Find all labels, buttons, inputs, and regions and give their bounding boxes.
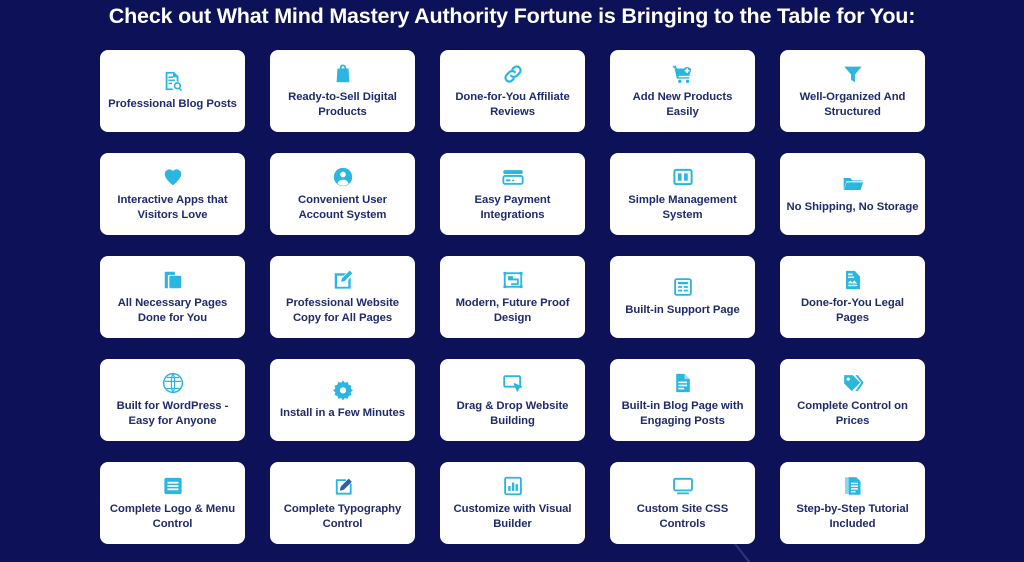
gear-icon [331, 378, 355, 402]
feature-card[interactable]: Built for WordPress - Easy for Anyone [100, 359, 245, 441]
feature-card-label: Built-in Blog Page with Engaging Posts [621, 400, 744, 427]
feature-card[interactable]: Complete Control on Prices [780, 359, 925, 441]
columns-layout-icon [671, 165, 695, 189]
credit-card-icon [501, 165, 525, 189]
document-search-icon [161, 69, 185, 93]
monitor-icon [671, 474, 695, 498]
feature-card[interactable]: Interactive Apps that Visitors Love [100, 153, 245, 235]
feature-card-label: Step-by-Step Tutorial Included [796, 503, 909, 530]
feature-card[interactable]: Professional Blog Posts [100, 50, 245, 132]
feature-card[interactable]: Complete Logo & Menu Control [100, 462, 245, 544]
feature-card[interactable]: Done-for-You Affiliate Reviews [440, 50, 585, 132]
feature-card[interactable]: All Necessary Pages Done for You [100, 256, 245, 338]
feature-card[interactable]: Simple Management System [610, 153, 755, 235]
cart-plus-icon [671, 62, 695, 86]
feature-card-label: Customize with Visual Builder [453, 503, 572, 530]
feature-card-label: Professional Website Copy for All Pages [285, 297, 400, 324]
feature-card-label: Ready-to-Sell Digital Products [288, 91, 397, 118]
feature-card-label: Complete Logo & Menu Control [109, 503, 236, 530]
feature-card[interactable]: Modern, Future Proof Design [440, 256, 585, 338]
pen-draw-icon [331, 474, 355, 498]
feature-card-label: Simple Management System [628, 194, 737, 221]
feature-card-label: Done-for-You Legal Pages [800, 297, 905, 324]
feature-card-label: Complete Typography Control [283, 503, 402, 530]
feature-card[interactable]: Complete Typography Control [270, 462, 415, 544]
blog-document-icon [671, 371, 695, 395]
shopping-bag-icon [331, 62, 355, 86]
user-circle-icon [331, 165, 355, 189]
link-chain-icon [501, 62, 525, 86]
feature-card[interactable]: Done-for-You Legal Pages [780, 256, 925, 338]
feature-card-label: Interactive Apps that Visitors Love [117, 194, 228, 221]
menu-lines-icon [161, 474, 185, 498]
feature-card[interactable]: Built-in Blog Page with Engaging Posts [610, 359, 755, 441]
legal-document-icon [841, 268, 865, 292]
feature-card[interactable]: Custom Site CSS Controls [610, 462, 755, 544]
feature-card[interactable]: Ready-to-Sell Digital Products [270, 50, 415, 132]
feature-card-label: Easy Payment Integrations [474, 194, 551, 221]
folder-icon [841, 172, 865, 196]
stacked-documents-icon [841, 474, 865, 498]
bar-chart-icon [501, 474, 525, 498]
feature-card[interactable]: Drag & Drop Website Building [440, 359, 585, 441]
filter-funnel-icon [841, 62, 865, 86]
feature-card-label: Well-Organized And Structured [799, 91, 906, 118]
feature-card-label: Install in a Few Minutes [280, 407, 405, 420]
feature-card-label: Add New Products Easily [632, 91, 733, 118]
feature-card[interactable]: Well-Organized And Structured [780, 50, 925, 132]
cursor-screen-icon [501, 371, 525, 395]
feature-card-label: Convenient User Account System [297, 194, 388, 221]
feature-card-label: Modern, Future Proof Design [455, 297, 570, 324]
feature-card-label: Built for WordPress - Easy for Anyone [116, 400, 229, 427]
feature-card-label: All Necessary Pages Done for You [117, 297, 228, 324]
feature-card[interactable]: No Shipping, No Storage [780, 153, 925, 235]
heart-icon [161, 165, 185, 189]
page-title: Check out What Mind Mastery Authority Fo… [108, 4, 916, 28]
feature-card-label: Professional Blog Posts [108, 98, 237, 111]
clipboard-list-icon [671, 275, 695, 299]
feature-card[interactable]: Add New Products Easily [610, 50, 755, 132]
feature-card-label: Built-in Support Page [625, 304, 740, 317]
wordpress-icon [161, 371, 185, 395]
feature-card[interactable]: Easy Payment Integrations [440, 153, 585, 235]
feature-card[interactable]: Convenient User Account System [270, 153, 415, 235]
feature-card-label: No Shipping, No Storage [786, 201, 919, 214]
crop-frame-icon [501, 268, 525, 292]
feature-card-label: Drag & Drop Website Building [456, 400, 569, 427]
feature-card[interactable]: Step-by-Step Tutorial Included [780, 462, 925, 544]
feature-card-grid: Professional Blog Posts Ready-to-Sell Dig… [100, 50, 925, 544]
feature-card[interactable]: Professional Website Copy for All Pages [270, 256, 415, 338]
feature-card-label: Complete Control on Prices [797, 400, 908, 427]
price-tags-icon [841, 371, 865, 395]
feature-card[interactable]: Install in a Few Minutes [270, 359, 415, 441]
feature-card-label: Custom Site CSS Controls [636, 503, 729, 530]
feature-card[interactable]: Customize with Visual Builder [440, 462, 585, 544]
edit-pencil-square-icon [331, 268, 355, 292]
feature-card[interactable]: Built-in Support Page [610, 256, 755, 338]
copy-pages-icon [161, 268, 185, 292]
feature-card-label: Done-for-You Affiliate Reviews [455, 91, 570, 118]
